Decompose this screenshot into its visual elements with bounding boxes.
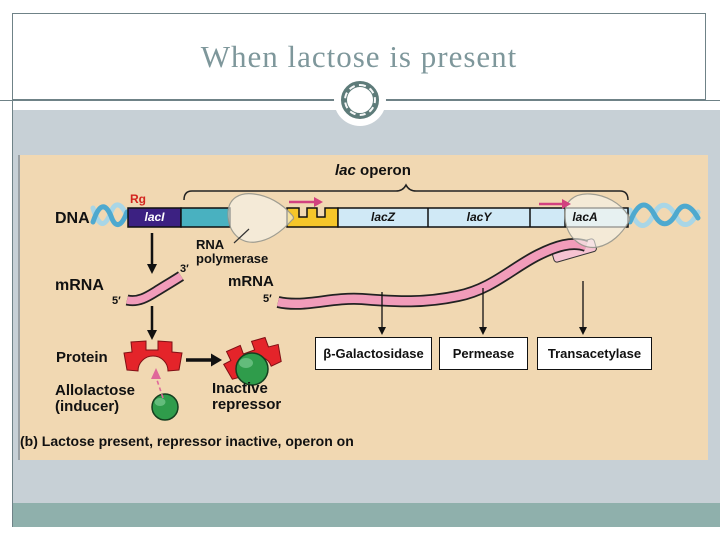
operator-box	[286, 207, 339, 228]
laci-label: lacI	[144, 210, 165, 224]
product-box-permease: Permease	[439, 337, 528, 370]
allolactose-label-line2: (inducer)	[55, 398, 120, 415]
mrna-center-label: mRNA	[228, 273, 274, 290]
inducer-binding-arrow-icon	[151, 368, 164, 399]
frame-left-line	[12, 13, 13, 527]
slide-title: When lactose is present	[200, 38, 518, 74]
product-box-transacetylase: Transacetylase	[537, 337, 652, 370]
rna-polymerase-label: RNA polymerase	[196, 237, 269, 266]
protein-label: Protein	[56, 349, 108, 366]
mrna-to-products-arrows-icon	[378, 281, 587, 335]
rna-polymerase-right-icon	[564, 193, 631, 249]
transcription-arrow-left-icon	[289, 197, 323, 207]
mrna-left-label: mRNA	[55, 277, 104, 294]
background-band-teal	[13, 503, 720, 527]
mrna-to-protein-arrow-icon	[147, 306, 157, 340]
product-box-galactosidase: β-Galactosidase	[315, 337, 432, 370]
ornament-ring-ticks	[344, 84, 376, 116]
prime-3-label: 3′	[180, 263, 189, 275]
lac-operon-label: lac operon	[335, 162, 411, 179]
laca-label: lacA	[572, 210, 598, 224]
prime-5-left-label: 5′	[112, 295, 121, 307]
mrna-ribbon-small-icon	[125, 271, 185, 307]
allolactose-label-line1: Allolactose	[55, 382, 136, 399]
mrna-ribbon-long-icon	[276, 238, 589, 310]
lacz-label: lacZ	[370, 210, 395, 224]
regulator-rg-label: Rg	[130, 192, 146, 206]
inactive-repressor-label-line2: repressor	[212, 396, 282, 413]
transcription-arrow-right-icon	[539, 199, 571, 209]
rna-polymerase-pointer-line	[233, 228, 250, 244]
inactive-repressor-label-line1: Inactive	[212, 380, 268, 397]
laci-to-mrna-arrow-icon	[147, 233, 157, 274]
conformational-change-arrow-icon	[186, 353, 222, 367]
dna-label: DNA	[55, 210, 90, 227]
dna-helix-left-icon	[90, 202, 130, 227]
lac-operon-bracket	[183, 183, 629, 201]
lacy-label: lacY	[466, 210, 492, 224]
prime-5-center-label: 5′	[263, 293, 272, 305]
promoter-box	[180, 207, 231, 228]
figure-caption: (b) Lactose present, repressor inactive,…	[20, 433, 354, 449]
dna-bar	[127, 207, 629, 228]
repressor-protein-icon	[123, 340, 183, 372]
allolactose-free-icon	[151, 393, 179, 421]
rna-polymerase-left-icon	[227, 193, 295, 243]
dna-helix-right-icon	[627, 202, 701, 228]
allolactose-bound-icon	[235, 352, 269, 386]
